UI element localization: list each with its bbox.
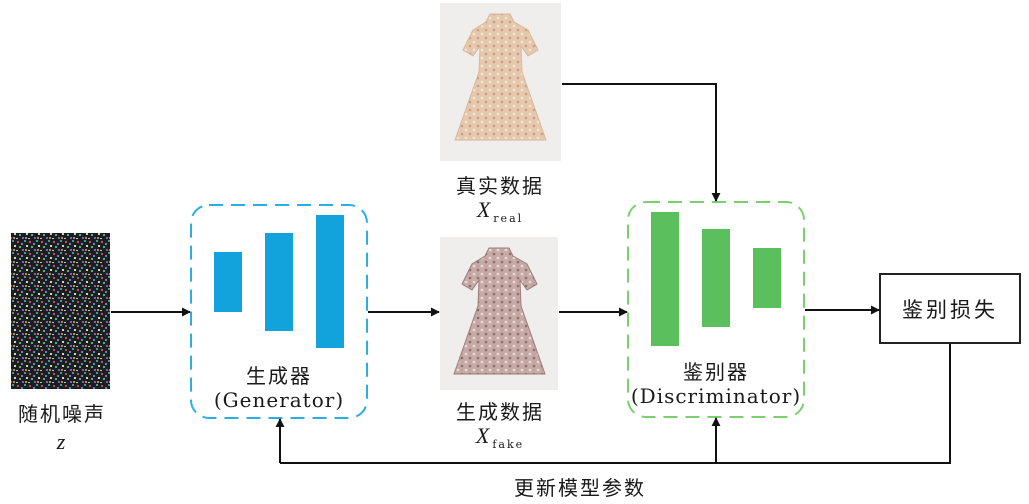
discriminator-label-en: (Discriminator) <box>630 384 802 408</box>
feedback-label: 更新模型参数 <box>514 476 646 500</box>
discriminator-box <box>627 201 805 418</box>
feedback-line <box>280 344 951 464</box>
real-data-subscript: real <box>493 212 524 225</box>
real-data-symbol: Xreal <box>430 198 570 231</box>
real-data-label: 真实数据 <box>456 174 544 198</box>
generator-box <box>190 204 368 419</box>
generator-label-cn: 生成器 <box>246 364 312 388</box>
fake-data-x: X <box>475 423 492 448</box>
loss-label: 鉴别损失 <box>902 297 998 322</box>
generator-label-en: (Generator) <box>213 388 345 412</box>
generator-bar-1 <box>214 252 242 312</box>
discriminator-bar-2 <box>702 229 730 327</box>
noise-image <box>11 233 110 389</box>
fake-data-subscript: fake <box>492 438 525 451</box>
generator-bar-3 <box>316 215 344 348</box>
generator-bar-2 <box>265 233 293 331</box>
discriminator-bar-1 <box>651 212 679 346</box>
fake-data-label: 生成数据 <box>456 400 544 424</box>
loss-box: 鉴别损失 <box>879 273 1021 344</box>
fake-dress-icon <box>453 247 546 375</box>
real-dress-icon <box>454 13 547 141</box>
real-data-x: X <box>476 197 493 222</box>
discriminator-bar-3 <box>753 248 781 308</box>
fake-data-symbol: Xfake <box>430 424 570 457</box>
discriminator-label-cn: 鉴别器 <box>683 360 749 384</box>
noise-label: 随机噪声 <box>18 402 106 426</box>
noise-symbol: z <box>56 429 68 454</box>
arrow-real-to-discriminator <box>562 83 721 202</box>
